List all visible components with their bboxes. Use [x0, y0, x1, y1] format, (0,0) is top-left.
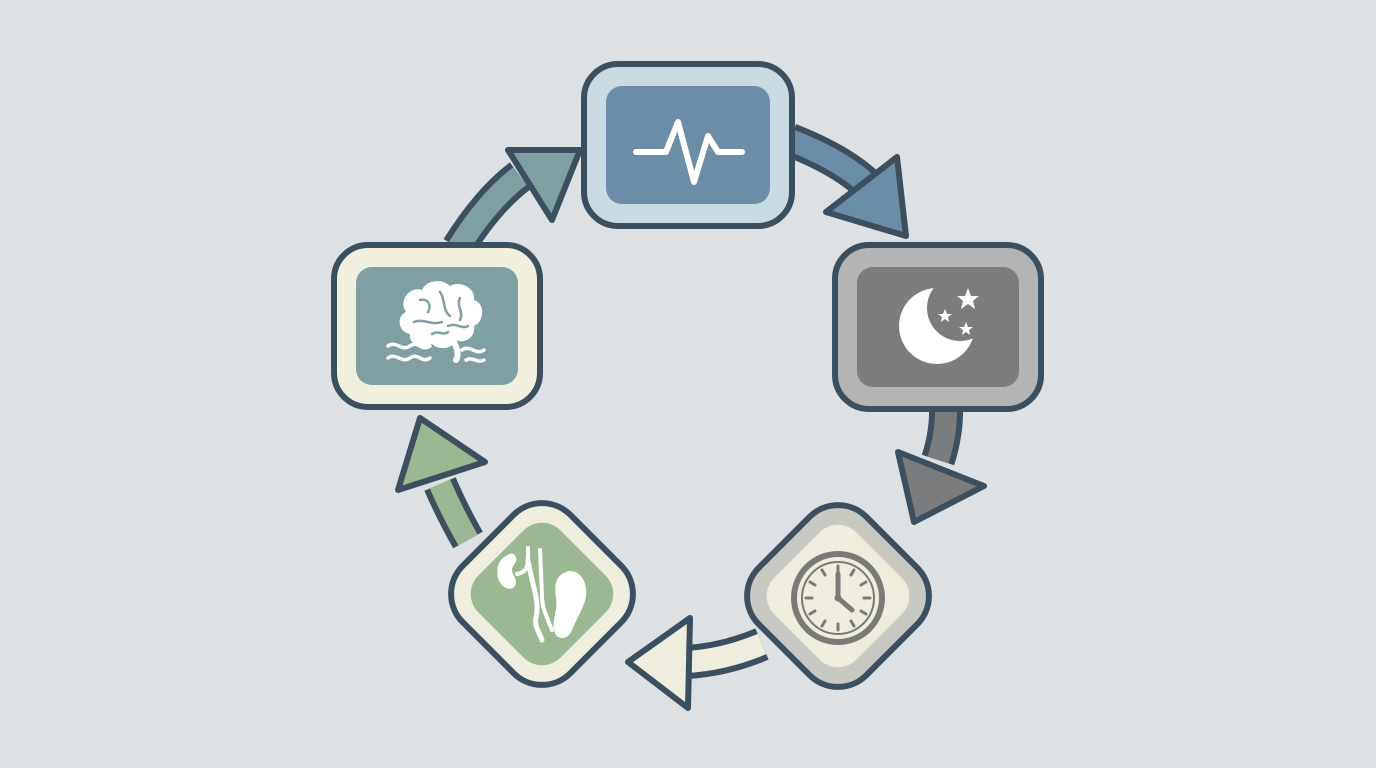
brain-waves-icon — [386, 281, 486, 363]
heartbeat-icon — [633, 119, 745, 185]
arrow-brain-to-heart — [443, 147, 583, 258]
clock-icon — [791, 551, 885, 645]
moon-stars-icon — [899, 275, 993, 364]
arrow-sleep-to-time — [895, 404, 987, 525]
node-kidney-foot — [448, 500, 636, 688]
node-heart-rate — [581, 61, 795, 229]
arrow-heart-to-sleep — [783, 124, 909, 239]
node-brain — [331, 242, 543, 410]
node-sleep — [832, 242, 1044, 412]
arrow-kidney-to-brain — [395, 415, 488, 549]
arrow-time-to-kidney — [625, 615, 769, 711]
kidney-footprint-icon — [497, 546, 587, 643]
node-time — [744, 502, 932, 690]
